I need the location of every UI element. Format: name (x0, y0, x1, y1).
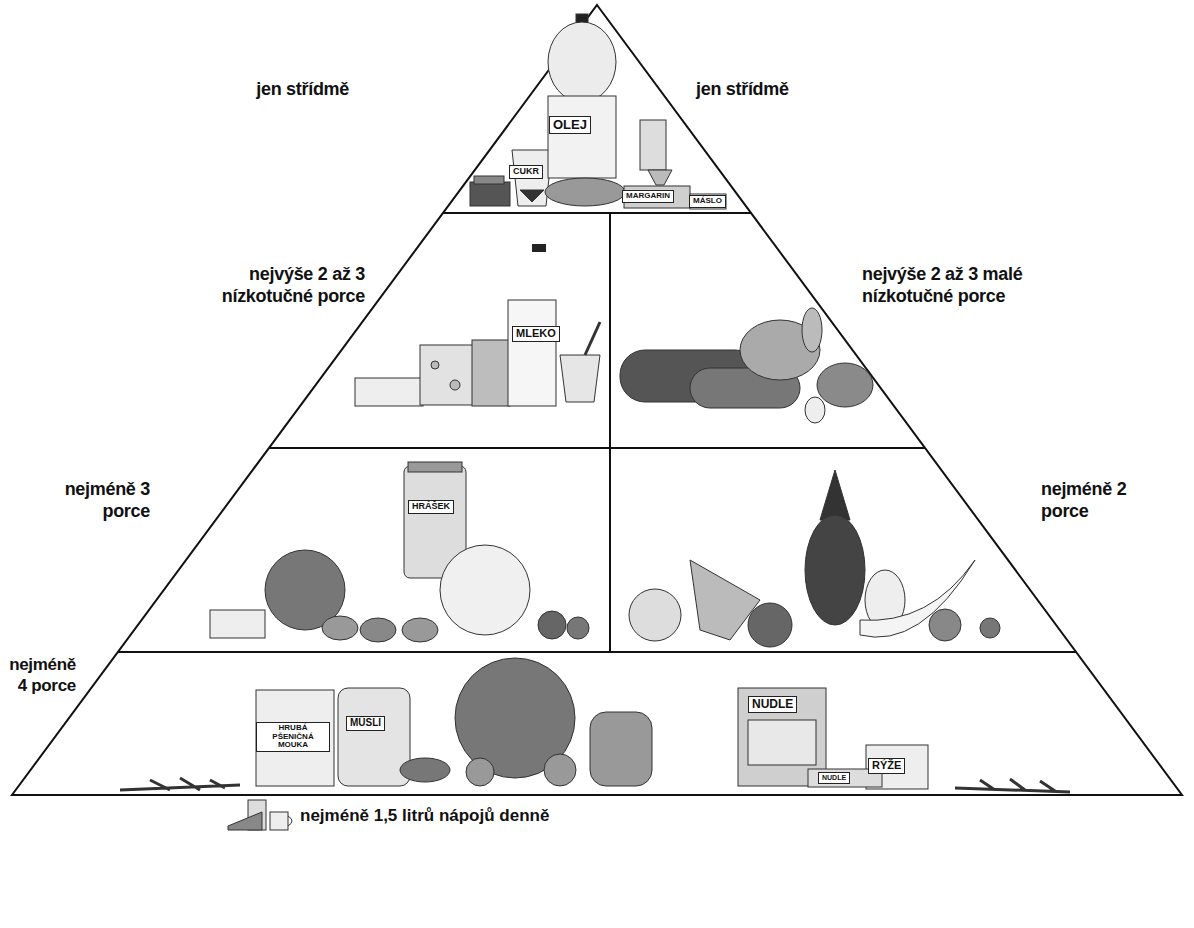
fats-sugar-illustration (690, 194, 726, 209)
package-text: RÝŽE (872, 760, 901, 772)
drink-note: nejméně 1,5 litrů nápojů denně (300, 806, 549, 826)
pyramid-outline (609, 213, 611, 652)
grains-illustration (955, 779, 1070, 792)
fats-sugar-illustration (640, 120, 666, 170)
fats-sugar-illustration (548, 96, 616, 178)
dairy-illustration (355, 244, 600, 406)
package-label: OLEJ (549, 116, 591, 134)
fats-sugar-illustration (470, 182, 510, 206)
package-text: HRÁŠEK (412, 502, 450, 512)
vegetables-illustration (360, 618, 396, 642)
drink-icons (228, 800, 292, 830)
dairy-illustration (472, 340, 510, 406)
package-text: CUKR (513, 167, 539, 177)
pyramid-outline (118, 651, 1076, 653)
package-label: NUDLE (748, 696, 797, 713)
grains-illustration (466, 758, 494, 786)
dairy-illustration (450, 380, 460, 390)
grains-illustration (256, 690, 334, 786)
package-label: CUKR (509, 165, 543, 179)
portion-label: nejméně 3 porce (60, 478, 150, 522)
vegetables-illustration (402, 618, 438, 642)
drink-icons (288, 816, 292, 826)
dairy-illustration (508, 300, 556, 406)
pyramid-outline (269, 447, 925, 449)
portion-label: nejvýše 2 až 3 malé nízkotučné porce (862, 263, 1087, 307)
package-label: MÜSLI (346, 716, 385, 731)
pyramid-band: nejméně 3 porceHRÁŠEK (0, 448, 610, 652)
package-label: NUDLE (818, 772, 850, 784)
meat-illustration (805, 397, 825, 423)
fats-sugar-illustration (470, 14, 726, 209)
pyramid-outline (443, 212, 751, 214)
dairy-illustration (431, 361, 439, 369)
vegetables-illustration (440, 545, 530, 635)
package-text: OLEJ (553, 118, 587, 132)
portion-label: nejméně 4 porce (0, 654, 76, 696)
fruit-illustration (805, 515, 865, 625)
package-text: MLEKO (516, 328, 556, 340)
dairy-illustration (532, 244, 546, 252)
vegetables-illustration (210, 462, 589, 642)
package-text: NUDLE (822, 774, 846, 782)
fruit-illustration (820, 470, 850, 520)
fats-sugar-illustration (548, 22, 616, 102)
dairy-illustration (420, 345, 475, 405)
portion-label: nejméně 2 porce (1041, 478, 1131, 522)
pyramid-band: nejméně 4 porceHRUBÁ PŠENIČNÁ MOUKA MÜSLI… (0, 652, 1190, 795)
meat-illustration (620, 308, 873, 423)
portion-label: jen střídmě (696, 78, 811, 100)
grains-illustration (400, 758, 450, 782)
meat-illustration (817, 363, 873, 407)
fats-sugar-illustration (545, 178, 625, 206)
portion-label: jen střídmě (234, 78, 349, 100)
grains-illustration (338, 688, 410, 786)
pyramid-band: nejméně 2 porce (606, 448, 1190, 652)
dairy-illustration (355, 378, 423, 406)
package-label: HRÁŠEK (408, 500, 454, 514)
package-label: MLEKO (512, 326, 560, 342)
package-text: NUDLE (752, 698, 793, 711)
fruit-illustration (629, 470, 1000, 647)
pyramid-band: nejvýše 2 až 3 nízkotučné porceMLEKO (0, 213, 610, 448)
package-text: MÜSLI (350, 718, 381, 729)
portion-label: nejvýše 2 až 3 nízkotučné porce (185, 263, 365, 307)
fats-sugar-illustration (520, 190, 544, 202)
grains-illustration (748, 720, 816, 765)
package-label: RÝŽE (868, 758, 905, 774)
vegetables-illustration (210, 610, 265, 638)
pyramid-band: jen střídmě jen střídměOLEJ CUKR MARGARIN MÁ… (0, 0, 1190, 213)
grains-illustration (590, 712, 652, 786)
fats-sugar-illustration (474, 176, 504, 184)
package-label: MARGARIN (622, 190, 674, 203)
vegetables-illustration (322, 616, 358, 640)
dairy-illustration (585, 322, 600, 355)
dairy-illustration (560, 355, 600, 402)
drink-icons (228, 812, 262, 830)
grains-illustration (120, 778, 240, 790)
fruit-illustration (980, 618, 1000, 638)
grains-illustration (544, 754, 576, 786)
drink-icons (270, 812, 288, 830)
vegetables-illustration (567, 617, 589, 639)
package-label: MÁSLO (689, 195, 726, 208)
package-text: MARGARIN (626, 192, 670, 201)
fruit-illustration (748, 603, 792, 647)
pyramid-outline (12, 5, 1182, 795)
vegetables-illustration (408, 462, 462, 472)
fats-sugar-illustration (648, 170, 672, 185)
package-text: MÁSLO (693, 197, 722, 206)
vegetables-illustration (538, 611, 566, 639)
meat-illustration (802, 308, 822, 352)
grains-illustration (120, 658, 1070, 792)
pyramid-outline (12, 5, 1182, 795)
pyramid-band: nejvýše 2 až 3 malé nízkotučné porce (606, 213, 1190, 448)
package-text: HRUBÁ PŠENIČNÁ MOUKA (260, 724, 326, 750)
fruit-illustration (629, 589, 681, 641)
package-label: HRUBÁ PŠENIČNÁ MOUKA (256, 722, 330, 752)
fruit-illustration (929, 609, 961, 641)
